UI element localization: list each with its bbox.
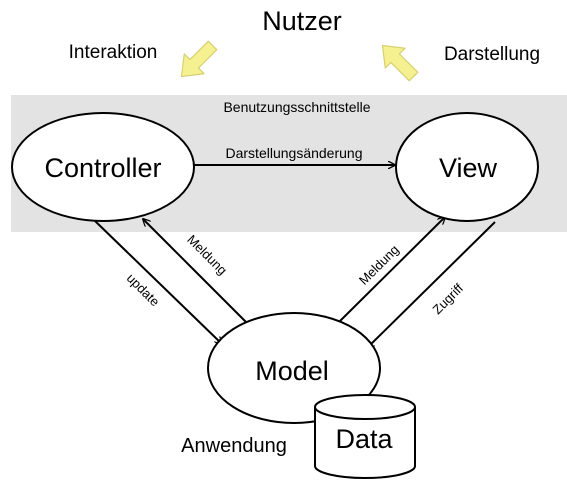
controller-label: Controller (44, 153, 161, 183)
arrow-view-to-model (367, 221, 496, 348)
view-label: View (439, 153, 498, 183)
data-label: Data (335, 424, 393, 454)
controller-node (11, 112, 195, 222)
display-label: Darstellung (444, 44, 540, 65)
model-node (207, 312, 381, 424)
arrow-model-to-view (339, 217, 445, 322)
model-label: Model (255, 356, 329, 386)
view-node (395, 112, 539, 222)
interaction-label: Interaktion (69, 42, 158, 63)
arrow-label-meldung-right: Meldung (356, 242, 402, 288)
arrow-controller-to-model (93, 219, 222, 344)
application-label: Anwendung (181, 435, 287, 457)
arrow-label-meldung-left: Meldung (184, 232, 230, 278)
arrow-label-update: update (124, 270, 163, 309)
arrow-label-zugriff: Zugriff (430, 280, 467, 317)
arrow-model-to-controller (143, 219, 249, 325)
data-cylinder-icon (314, 394, 416, 479)
user-title: Nutzer (262, 6, 342, 36)
interaction-arrow-icon (180, 40, 218, 78)
display-arrow-icon (381, 44, 419, 82)
ui-layer-label: Benutzungsschnittstelle (223, 99, 370, 115)
arrow-label-darstellungsaenderung: Darstellungsänderung (226, 145, 363, 161)
